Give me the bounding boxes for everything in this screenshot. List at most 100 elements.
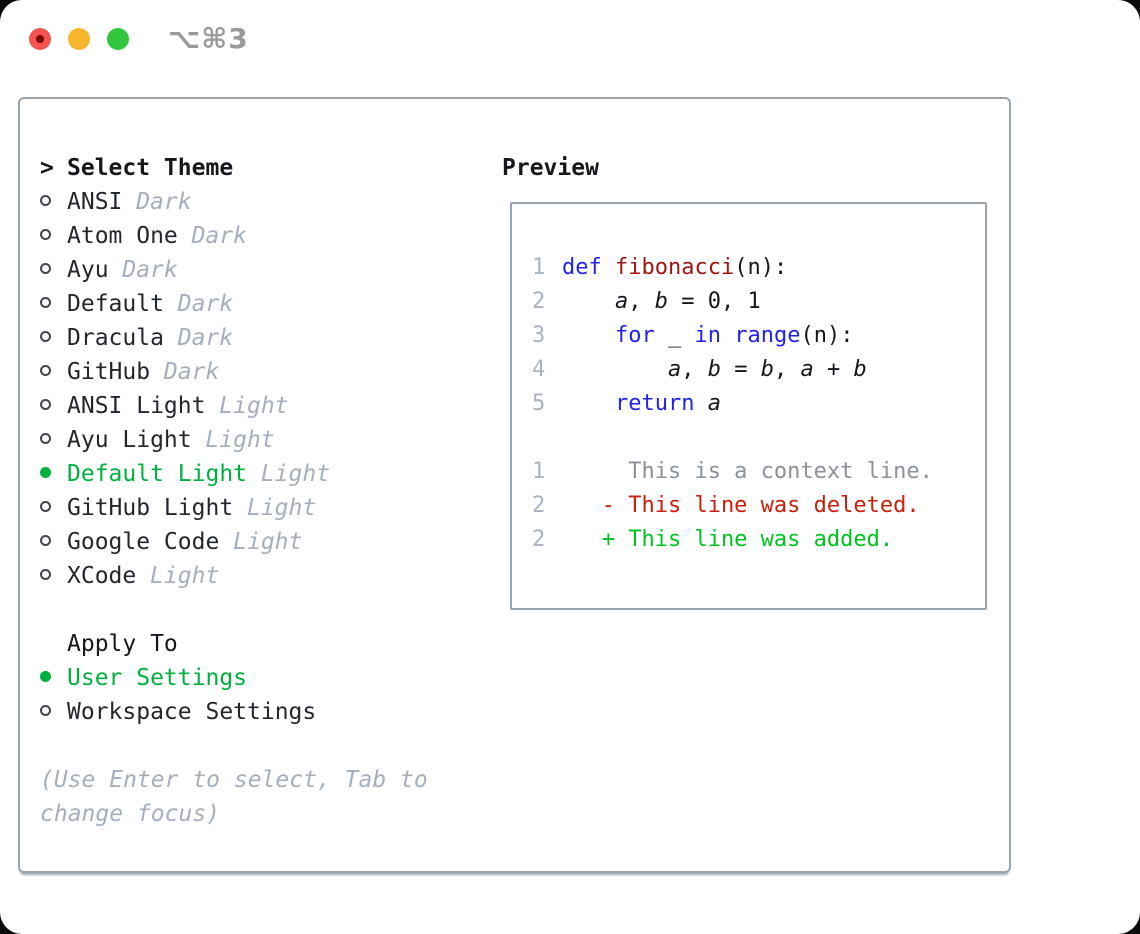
option-label: ANSI Light (67, 393, 206, 419)
help-text: (Use Enter to select, Tab to change focu… (40, 763, 480, 831)
option-label: XCode (67, 563, 137, 589)
theme-option[interactable]: GitHub Light Light (40, 491, 480, 525)
close-button[interactable] (29, 28, 51, 50)
apply-to-title: Apply To (67, 631, 178, 657)
theme-option[interactable]: Google Code Light (40, 525, 480, 559)
focus-arrow-icon: > (40, 155, 54, 181)
theme-panel: > Select Theme ANSI Dark Atom One Dark A… (40, 151, 480, 831)
option-label: Default Light (67, 461, 248, 487)
code-line (532, 420, 985, 454)
code-line: 5 return a (532, 386, 985, 420)
option-label: GitHub Light (67, 495, 234, 521)
option-label: ANSI (67, 189, 123, 215)
select-theme-header: > Select Theme (40, 151, 480, 185)
spacer (40, 729, 480, 763)
radio-icon (40, 195, 51, 206)
line-number: 2 (532, 492, 546, 518)
radio-icon (40, 705, 51, 716)
code-line-content: a, b = 0, 1 (614, 288, 761, 314)
apply-to-header: Apply To (40, 627, 480, 661)
gutter (40, 457, 67, 491)
code-line-content: return a (614, 390, 721, 416)
code-line-content: - This line was deleted. (562, 492, 920, 518)
option-variant-label: Dark (177, 325, 234, 351)
theme-list: ANSI Dark Atom One Dark Ayu Dark Default… (40, 185, 480, 593)
theme-option[interactable]: ANSI Light Light (40, 389, 480, 423)
theme-option[interactable]: Default Light Light (40, 457, 480, 491)
radio-icon (40, 399, 51, 410)
apply-to-option[interactable]: Workspace Settings (40, 695, 480, 729)
theme-option[interactable]: Dracula Dark (40, 321, 480, 355)
theme-option[interactable]: Ayu Dark (40, 253, 480, 287)
gutter (40, 185, 67, 219)
gutter (40, 661, 67, 695)
radio-icon (40, 671, 51, 682)
gutter (40, 491, 67, 525)
gutter (40, 253, 67, 287)
radio-icon (40, 297, 51, 308)
line-number: 3 (532, 322, 546, 348)
option-variant-label: Dark (122, 257, 178, 283)
radio-icon (40, 569, 51, 580)
gutter (40, 389, 67, 423)
radio-icon (40, 331, 51, 342)
option-variant-label: Dark (163, 359, 220, 385)
radio-icon (40, 229, 51, 240)
apply-to-option[interactable]: User Settings (40, 661, 480, 695)
gutter (40, 627, 67, 661)
option-variant-label: Dark (177, 291, 234, 317)
code-line-content: + This line was added. (562, 526, 894, 552)
option-label: Ayu Light (67, 427, 192, 453)
option-label: Google Code (67, 529, 220, 555)
close-button-dot-icon (36, 35, 44, 43)
theme-option[interactable]: ANSI Dark (40, 185, 480, 219)
theme-option[interactable]: Default Dark (40, 287, 480, 321)
titlebar: ⌥⌘3 (29, 25, 249, 53)
radio-icon (40, 467, 51, 478)
code-line: 4 a, b = b, a + b (532, 352, 985, 386)
code-line-content: for _ in range(n): (614, 322, 854, 348)
option-label: Ayu (67, 257, 109, 283)
gutter (40, 695, 67, 729)
radio-icon (40, 501, 51, 512)
line-number: 2 (532, 288, 546, 314)
gutter (40, 287, 67, 321)
option-label: Default (67, 291, 164, 317)
option-label: Workspace Settings (67, 699, 317, 725)
code-line: 2 - This line was deleted. (532, 488, 985, 522)
theme-option[interactable]: XCode Light (40, 559, 480, 593)
code-line: 2 + This line was added. (532, 522, 985, 556)
theme-option[interactable]: Atom One Dark (40, 219, 480, 253)
radio-icon (40, 535, 51, 546)
theme-option[interactable]: Ayu Light Light (40, 423, 480, 457)
gutter (40, 355, 67, 389)
help-line-1: (Use Enter to select, Tab to (40, 767, 428, 793)
code-line: 3 for _ in range(n): (532, 318, 985, 352)
radio-icon (40, 263, 51, 274)
option-variant-label: Dark (136, 189, 192, 215)
option-variant-label: Light (205, 427, 275, 453)
line-number: 5 (532, 390, 546, 416)
gutter (40, 423, 67, 457)
line-number: 4 (532, 356, 546, 382)
maximize-button[interactable] (107, 28, 129, 50)
help-line-2: change focus) (40, 801, 221, 827)
option-variant-label: Light (233, 529, 303, 555)
app-frame: > Select Theme ANSI Dark Atom One Dark A… (18, 97, 1011, 873)
line-number: 2 (532, 526, 546, 552)
option-variant-label: Light (150, 563, 220, 589)
theme-option[interactable]: GitHub Dark (40, 355, 480, 389)
minimize-button[interactable] (68, 28, 90, 50)
line-number: 1 (532, 254, 546, 280)
code-line: 1 This is a context line. (532, 454, 985, 488)
option-label: User Settings (67, 665, 248, 691)
gutter (40, 219, 67, 253)
option-variant-label: Dark (191, 223, 247, 249)
select-theme-title: Select Theme (67, 155, 234, 181)
code-line: 2 a, b = 0, 1 (532, 284, 985, 318)
preview-title: Preview (502, 155, 599, 181)
